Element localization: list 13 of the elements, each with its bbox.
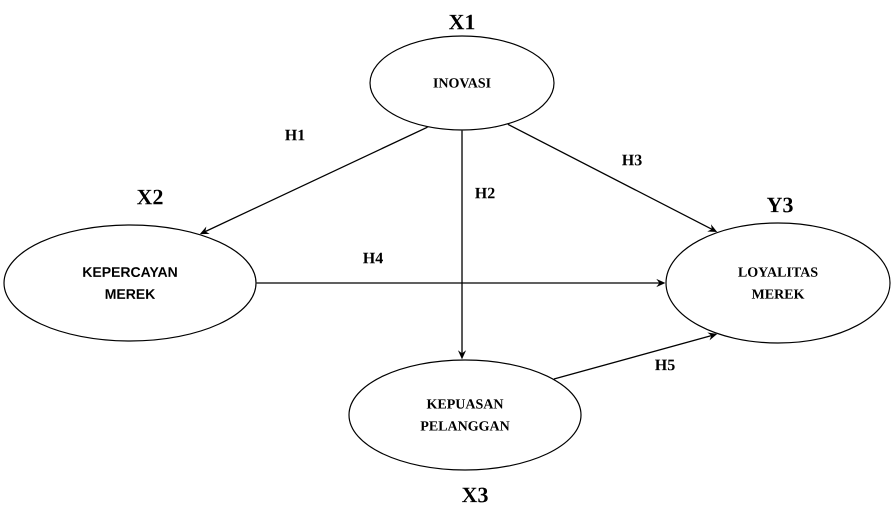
edge-label: H5	[654, 358, 676, 372]
ellipse-node: LOYALITAS MEREK	[665, 222, 891, 344]
variable-label: X2	[136, 190, 162, 204]
ellipse-node: KEPUASAN PELANGGAN	[348, 359, 582, 471]
edge-label: H3	[620, 154, 644, 166]
variable-label: X3	[462, 488, 488, 502]
variable-label: Y3	[766, 198, 793, 212]
edge-label: H4	[362, 252, 384, 264]
variable-label: X1	[448, 14, 474, 30]
edge-label: H1	[284, 128, 306, 142]
ellipse-node: INOVASI	[369, 35, 555, 131]
ellipse-node: KEPERCAYAN MEREK	[3, 224, 257, 342]
edge-label: H2	[474, 186, 496, 200]
